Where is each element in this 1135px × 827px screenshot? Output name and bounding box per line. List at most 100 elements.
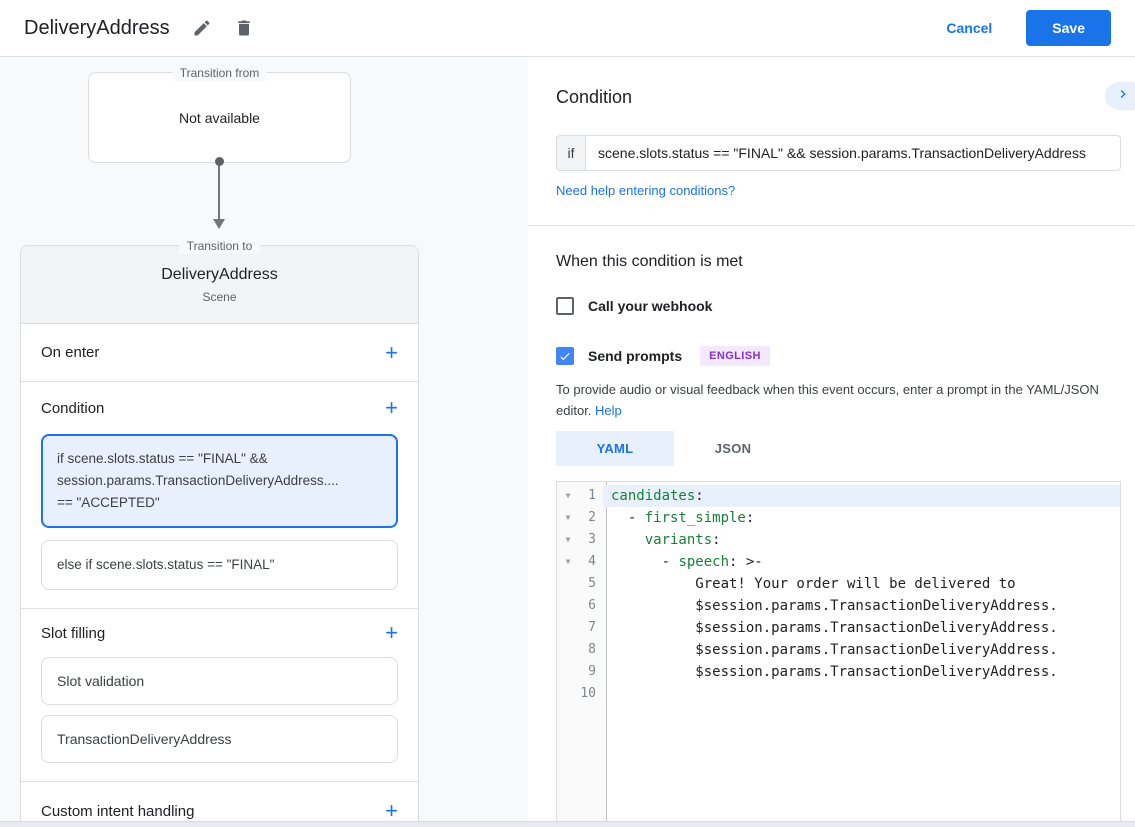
plus-icon[interactable]: + — [385, 395, 398, 420]
editor-tab-bar: YAML JSON — [556, 431, 792, 466]
transition-from-value: Not available — [179, 109, 260, 126]
condition-panel-title: Condition — [556, 87, 633, 107]
scene-type-label: Scene — [202, 289, 237, 304]
condition-card-text: == "ACCEPTED" — [57, 495, 160, 510]
scene-card-header: DeliveryAddress Scene — [21, 246, 418, 324]
page-title: DeliveryAddress — [24, 16, 170, 39]
transition-to-card: Transition to DeliveryAddress Scene On e… — [20, 238, 419, 827]
line-number: 4 — [588, 554, 596, 569]
code-text: $session.params.TransactionDeliveryAddre… — [611, 620, 1058, 636]
condition-card[interactable]: else if scene.slots.status == "FINAL" — [41, 540, 398, 590]
conditions-help-link[interactable]: Need help entering conditions? — [556, 183, 736, 198]
editor-line[interactable]: 10 — [557, 683, 1120, 705]
language-badge: ENGLISH — [700, 346, 770, 366]
webhook-checkbox-label: Call your webhook — [588, 298, 713, 314]
line-number: 7 — [588, 620, 596, 635]
condition-section: Condition + if scene.slots.status == "FI… — [21, 382, 418, 609]
fold-toggle-icon — [557, 617, 579, 639]
tab-json[interactable]: JSON — [714, 441, 752, 456]
custom-intent-section: Custom intent handling + — [21, 782, 418, 827]
send-prompts-checkbox[interactable] — [556, 347, 574, 365]
editor-line[interactable]: 6 $session.params.TransactionDeliveryAdd… — [557, 595, 1120, 617]
transition-from-box[interactable]: Transition from Not available — [88, 65, 351, 163]
trash-icon[interactable] — [234, 18, 254, 38]
connector-arrowhead-icon — [213, 219, 225, 229]
on-enter-section: On enter + — [21, 324, 418, 382]
code-text: $session.params.TransactionDeliveryAddre… — [611, 598, 1058, 614]
line-number: 8 — [588, 642, 596, 657]
cancel-button[interactable]: Cancel — [946, 20, 993, 36]
prompt-editor-description: To provide audio or visual feedback when… — [556, 382, 1099, 418]
line-number: 9 — [588, 664, 596, 679]
tab-yaml[interactable]: YAML — [556, 431, 674, 466]
condition-card-text: else if scene.slots.status == "FINAL" — [57, 557, 275, 572]
condition-expression-input[interactable]: scene.slots.status == "FINAL" && session… — [598, 145, 1086, 161]
fold-toggle-icon — [557, 595, 579, 617]
code-text: Great! Your order will be delivered to — [611, 576, 1016, 592]
code-text: $session.params.TransactionDeliveryAddre… — [611, 664, 1058, 680]
editor-line[interactable]: 8 $session.params.TransactionDeliveryAdd… — [557, 639, 1120, 661]
code-text: candidates: — [603, 485, 1120, 507]
send-prompts-row: Send prompts ENGLISH — [556, 346, 770, 366]
editor-line[interactable]: 5 Great! Your order will be delivered to — [557, 573, 1120, 595]
panel-expand-button[interactable] — [1105, 82, 1135, 110]
slot-filling-label: Slot filling — [41, 624, 106, 642]
connector-line — [218, 165, 220, 220]
editor-line[interactable]: 9 $session.params.TransactionDeliveryAdd… — [557, 661, 1120, 683]
fold-toggle-icon[interactable]: ▼ — [565, 557, 571, 566]
plus-icon[interactable]: + — [385, 798, 398, 823]
when-condition-met-title: When this condition is met — [556, 253, 743, 270]
pencil-icon[interactable] — [192, 18, 212, 38]
editor-line[interactable]: 7 $session.params.TransactionDeliveryAdd… — [557, 617, 1120, 639]
fold-toggle-icon — [557, 639, 579, 661]
fold-toggle-icon[interactable]: ▼ — [565, 513, 571, 522]
chevron-right-icon — [1115, 86, 1131, 107]
line-number: 6 — [588, 598, 596, 613]
condition-card-text: session.params.TransactionDeliveryAddres… — [57, 473, 339, 488]
send-prompts-label: Send prompts — [588, 348, 683, 364]
code-text: variants: — [644, 532, 721, 548]
condition-expression-field[interactable]: if scene.slots.status == "FINAL" && sess… — [556, 135, 1121, 171]
on-enter-label: On enter — [41, 344, 100, 361]
slot-card[interactable]: TransactionDeliveryAddress — [41, 715, 398, 763]
editor-line-list: ▼ 1 candidates: ▼ 2 - first_simple: ▼ 3 varian… — [557, 482, 1120, 705]
custom-intent-label: Custom intent handling — [41, 802, 195, 820]
yaml-editor[interactable]: ▼ 1 candidates: ▼ 2 - first_simple: ▼ 3 varian… — [556, 481, 1121, 821]
fold-toggle-icon[interactable]: ▼ — [565, 491, 571, 500]
slot-card[interactable]: Slot validation — [41, 657, 398, 705]
if-prefix-label: if — [557, 136, 586, 170]
condition-section-label: Condition — [41, 399, 105, 417]
help-link[interactable]: Help — [595, 403, 622, 418]
line-number: 3 — [588, 532, 596, 547]
webhook-checkbox[interactable] — [556, 297, 574, 315]
check-icon — [560, 352, 570, 361]
horizontal-scrollbar[interactable] — [0, 821, 1135, 827]
line-number: 2 — [588, 510, 596, 525]
fold-toggle-icon — [557, 573, 579, 595]
editor-line[interactable]: ▼ 2 - first_simple: — [557, 507, 1120, 529]
line-number: 1 — [588, 488, 596, 503]
condition-card-text: if scene.slots.status == "FINAL" && — [57, 451, 268, 466]
code-text: $session.params.TransactionDeliveryAddre… — [611, 642, 1058, 658]
fold-toggle-icon — [557, 661, 579, 683]
editor-gutter — [557, 482, 607, 821]
condition-detail-panel: Condition if scene.slots.status == "FINA… — [528, 57, 1135, 821]
connector-dot — [215, 157, 224, 166]
editor-line[interactable]: ▼ 3 variants: — [557, 529, 1120, 551]
line-number: 5 — [588, 576, 596, 591]
condition-card[interactable]: if scene.slots.status == "FINAL" && sessi… — [41, 434, 398, 528]
plus-icon[interactable]: + — [385, 620, 398, 645]
plus-icon[interactable]: + — [385, 339, 398, 365]
scene-name: DeliveryAddress — [161, 265, 278, 283]
scene-flow-panel: Transition from Not available Transition… — [0, 57, 528, 827]
fold-toggle-icon[interactable]: ▼ — [565, 535, 571, 544]
code-text: - first_simple: — [611, 510, 755, 526]
editor-line[interactable]: ▼ 1 candidates: — [557, 485, 1120, 507]
save-button[interactable]: Save — [1026, 10, 1111, 46]
fold-toggle-icon — [557, 683, 579, 705]
code-text: - speech: >- — [611, 554, 763, 570]
editor-line[interactable]: ▼ 4 - speech: >- — [557, 551, 1120, 573]
condition-card-list: if scene.slots.status == "FINAL" && sessi… — [41, 434, 398, 590]
